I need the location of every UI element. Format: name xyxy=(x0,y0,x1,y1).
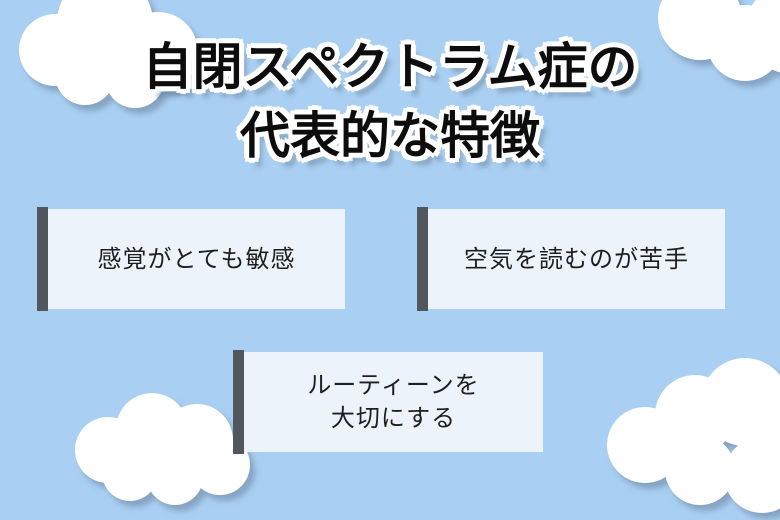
feature-card-sensory-sensitivity: 感覚がとても敏感 xyxy=(37,207,345,311)
cloud-top-left-icon xyxy=(19,0,198,108)
page-title-line-1: 自閉スペクトラム症の xyxy=(142,38,638,96)
page-title: 自閉スペクトラム症の 代表的な特徴 xyxy=(0,33,780,171)
card-label-line-2: 大切にする xyxy=(330,404,457,432)
cloud-top-right-icon xyxy=(658,0,780,81)
page-title-line-2: 代表的な特徴 xyxy=(240,107,540,165)
card-accent-bar xyxy=(417,207,428,311)
card-accent-bar xyxy=(37,207,48,311)
cloud-bottom-right-icon xyxy=(607,358,780,513)
card-accent-bar xyxy=(233,350,244,454)
card-label: 空気を読むのが苦手 xyxy=(464,244,689,273)
feature-card-routines: ルーティーンを 大切にする xyxy=(233,350,543,454)
card-body: ルーティーンを 大切にする xyxy=(244,352,543,452)
card-body: 感覚がとても敏感 xyxy=(48,209,345,309)
card-body: 空気を読むのが苦手 xyxy=(428,209,725,309)
card-label-line-1: ルーティーンを xyxy=(307,371,480,399)
feature-card-reading-the-room: 空気を読むのが苦手 xyxy=(417,207,725,311)
cloud-bottom-left-icon xyxy=(75,393,250,505)
card-label: 感覚がとても敏感 xyxy=(97,244,296,273)
